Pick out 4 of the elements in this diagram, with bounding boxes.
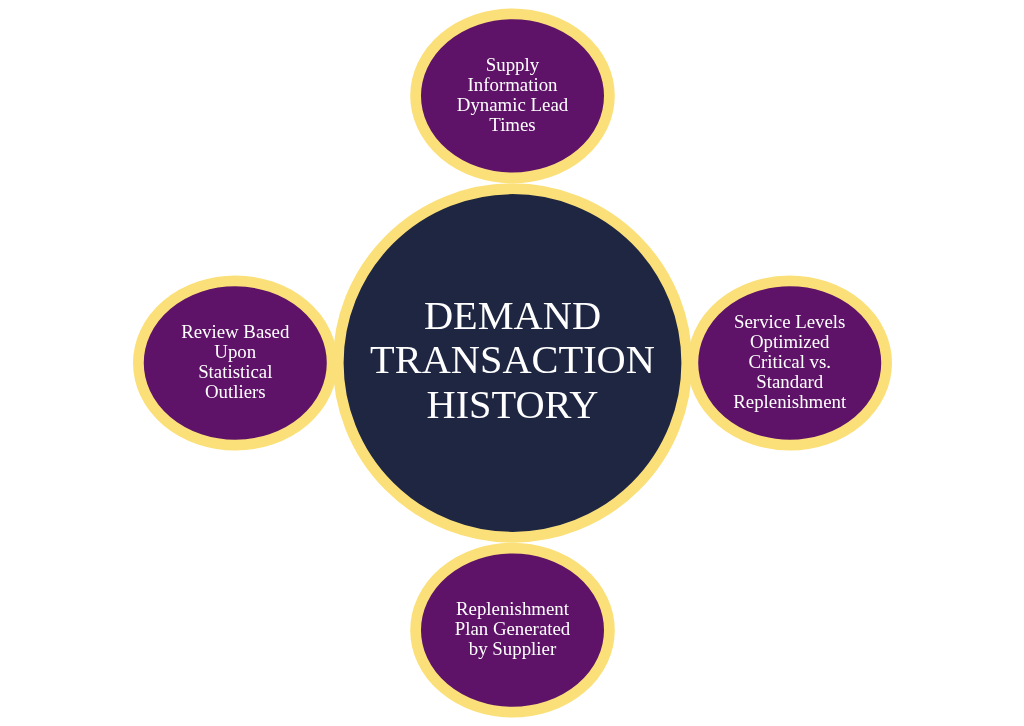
node-ellipse: Supply Information Dynamic Lead Times — [409, 8, 615, 184]
node-circle: DEMAND TRANSACTION HISTORY — [332, 183, 692, 543]
node-ellipse: Review Based Upon Statistical Outliers — [132, 275, 338, 451]
node-ellipse: Replenishment Plan Generated by Supplier — [409, 542, 615, 718]
